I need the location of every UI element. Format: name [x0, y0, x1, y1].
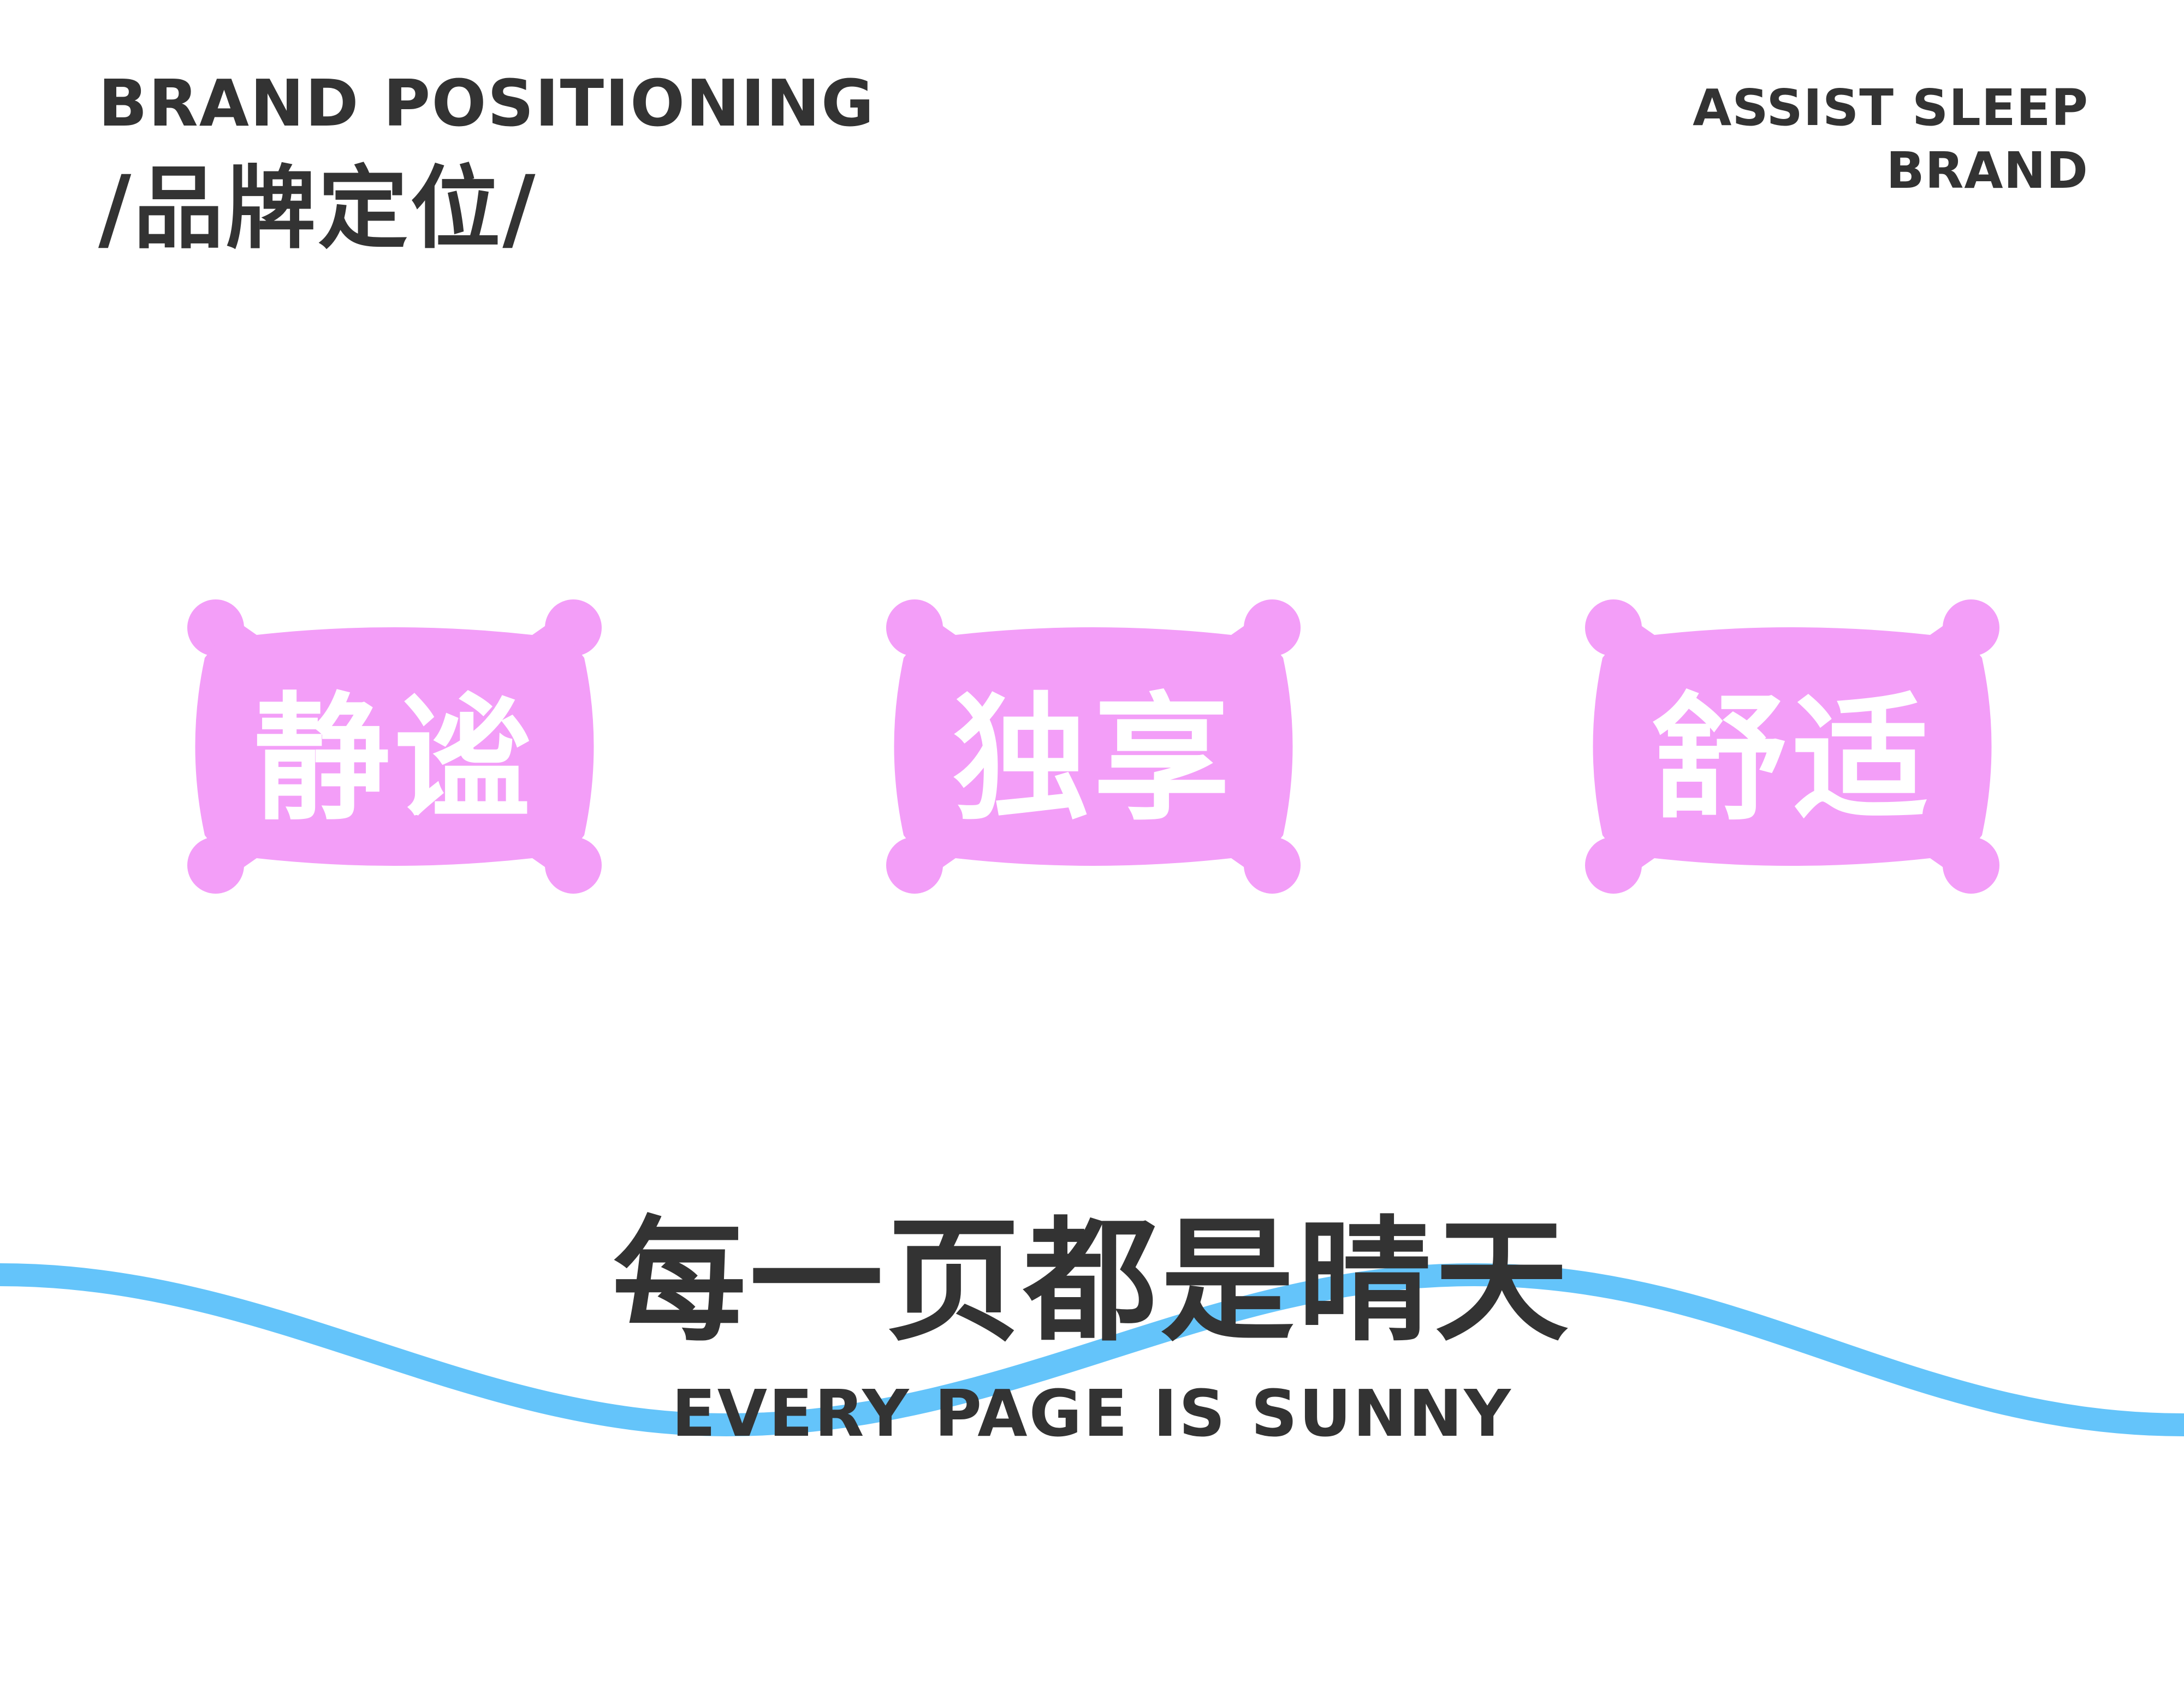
- pillow-label: 舒适: [1651, 679, 1933, 839]
- slogan-cn: 每一页都是晴天: [612, 1204, 1572, 1359]
- slogan-en: EVERY PAGE IS SUNNY: [672, 1376, 1512, 1451]
- pillow-card-comfort: 舒适: [1583, 598, 2001, 895]
- brand-tag-line1: ASSIST SLEEP: [1693, 79, 2088, 137]
- pillow-card-quiet: 静谧: [186, 598, 603, 895]
- pillow-icon: [1585, 599, 1999, 894]
- brand-tag-line2: BRAND: [1886, 141, 2088, 200]
- pillow-card-exclusive: 独享: [885, 598, 1302, 895]
- pillow-icon: [187, 599, 602, 894]
- page-subtitle-cn: /品牌定位/: [98, 156, 538, 261]
- brand-tag: ASSIST SLEEP BRAND: [1693, 76, 2088, 202]
- pillow-label: 独享: [952, 679, 1235, 839]
- pillow-icon: [886, 599, 1301, 894]
- pillow-label: 静谧: [253, 679, 536, 839]
- page-title: BRAND POSITIONING: [98, 66, 875, 141]
